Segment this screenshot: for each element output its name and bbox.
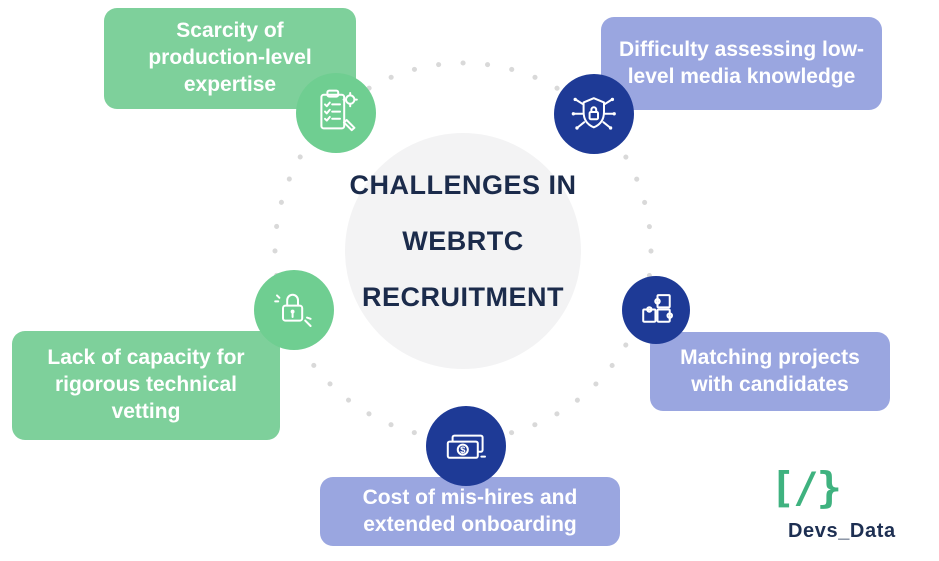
title-line-2: WEBRTC: [402, 226, 524, 256]
svg-text:$: $: [460, 445, 466, 456]
network-shield-icon: [554, 74, 634, 154]
challenge-card-matching: Matching projects with candidates: [650, 332, 890, 411]
challenge-label: Scarcity of production-level expertise: [148, 19, 312, 96]
challenge-card-cost: Cost of mis-hires and extended onboardin…: [320, 477, 620, 546]
challenge-label: Cost of mis-hires and extended onboardin…: [362, 485, 578, 536]
title-line-3: RECRUITMENT: [362, 282, 564, 312]
challenge-label: Lack of capacity for rigorous technical …: [47, 346, 245, 423]
puzzle-icon: [622, 276, 690, 344]
title-line-1: CHALLENGES IN: [349, 170, 577, 200]
lock-icon: [254, 270, 334, 350]
challenge-label: Matching projects with candidates: [680, 345, 860, 396]
money-icon: $: [426, 406, 506, 486]
challenge-card-media-knowledge: Difficulty assessing low-level media kno…: [601, 17, 882, 110]
checklist-icon: [296, 73, 376, 153]
devsdata-logo-icon: [/}: [770, 463, 842, 512]
devsdata-logo-text: Devs_Data: [788, 520, 896, 542]
page-title: CHALLENGES IN WEBRTC RECRUITMENT: [263, 170, 663, 338]
center-circle: [345, 133, 581, 369]
challenge-card-vetting: Lack of capacity for rigorous technical …: [12, 331, 280, 440]
challenge-label: Difficulty assessing low-level media kno…: [618, 37, 865, 88]
